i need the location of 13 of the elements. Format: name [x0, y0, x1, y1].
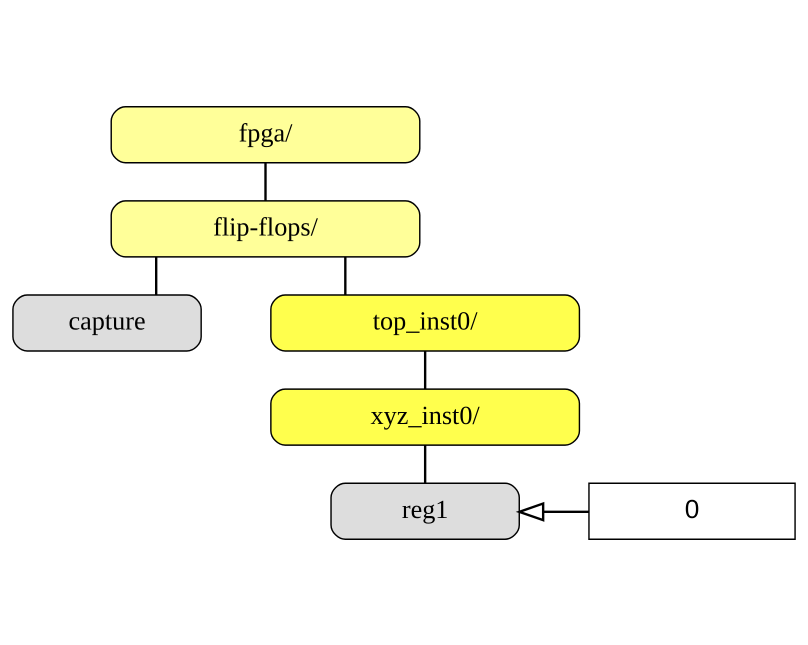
connector	[424, 444, 426, 483]
node-box: top_inst0/	[270, 294, 580, 352]
connector	[424, 350, 426, 388]
node-box: fpga/	[110, 106, 420, 163]
connector	[155, 256, 158, 294]
node-box: reg1	[330, 482, 520, 540]
arrow	[516, 501, 589, 522]
node-box: capture	[12, 294, 202, 352]
node-box: flip-flops/	[110, 200, 420, 258]
connector	[264, 162, 267, 200]
node-box: 0	[588, 482, 796, 540]
node-box: xyz_inst0/	[270, 388, 580, 446]
connector	[344, 256, 347, 294]
